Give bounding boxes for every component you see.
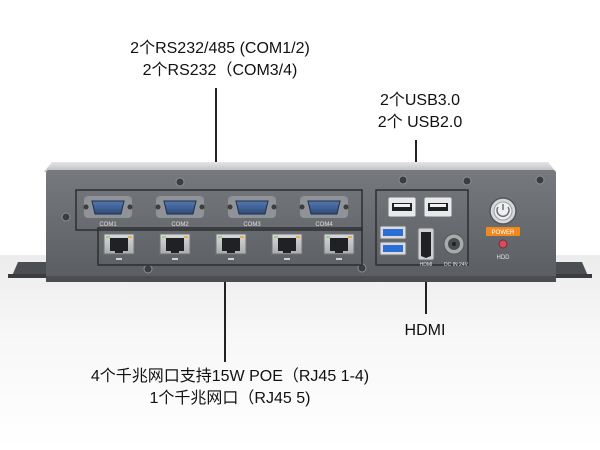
dc-in-label: DC IN 24V [444, 262, 469, 268]
com1-label: COM1 [99, 222, 117, 228]
dc-in-jack [443, 233, 465, 255]
usb2-port-1 [387, 196, 417, 218]
rj45-port-4 [271, 233, 303, 255]
usb3-port-1 [379, 225, 407, 240]
db9-port-com1 [83, 196, 133, 218]
usb-ports-callout: 2个USB3.0 2个 USB2.0 [355, 90, 485, 134]
hdd-led [498, 239, 508, 249]
rj45-port-1 [103, 233, 135, 255]
com2-label: COM2 [171, 222, 189, 228]
usb2-port-2 [423, 196, 453, 218]
com3-label: COM3 [243, 222, 261, 228]
lan-leader-line [224, 262, 226, 362]
hdmi-callout: HDMI [395, 320, 455, 342]
lan-ports-callout: 4个千兆网口支持15W POE（RJ45 1-4) 1个千兆网口（RJ45 5) [70, 366, 390, 410]
lan-callout-line2: 1个千兆网口（RJ45 5) [149, 390, 311, 407]
usb3-port-2 [379, 241, 407, 256]
rj45-port-5 [323, 233, 355, 255]
power-label: POWER [492, 230, 515, 236]
serial-callout-line1: 2个RS232/485 (COM1/2) [130, 40, 310, 57]
db9-port-com3 [227, 196, 277, 218]
hdmi-port [417, 227, 435, 261]
serial-callout-line2: 2个RS232（COM3/4) [142, 62, 298, 79]
lan-callout-line1: 4个千兆网口支持15W POE（RJ45 1-4) [90, 368, 370, 385]
serial-leader-line [215, 88, 217, 188]
lan-section-frame [97, 227, 363, 266]
hdd-label: HDD [497, 255, 511, 261]
db9-port-com2 [155, 196, 205, 218]
hdmi-leader-line [425, 262, 427, 314]
top-cover [44, 162, 556, 172]
hdmi-port-label: HDMI [420, 262, 433, 268]
chassis-screws [61, 175, 545, 274]
chassis-front [46, 170, 556, 280]
com-section-frame [75, 189, 363, 231]
lan-port-markings [116, 258, 342, 260]
serial-ports-callout: 2个RS232/485 (COM1/2) 2个RS232（COM3/4) [100, 38, 340, 82]
usb-callout-line1: 2个USB3.0 [379, 92, 461, 109]
db9-port-com4 [299, 196, 349, 218]
power-button [489, 197, 517, 225]
rj45-port-3 [215, 233, 247, 255]
usb-callout-line2: 2个 USB2.0 [377, 114, 463, 131]
power-badge [486, 227, 520, 236]
floor-background [0, 255, 600, 450]
com4-label: COM4 [315, 222, 333, 228]
rj45-port-2 [159, 233, 191, 255]
usb-section-frame [375, 189, 469, 266]
hdmi-callout-label: HDMI [404, 322, 446, 339]
